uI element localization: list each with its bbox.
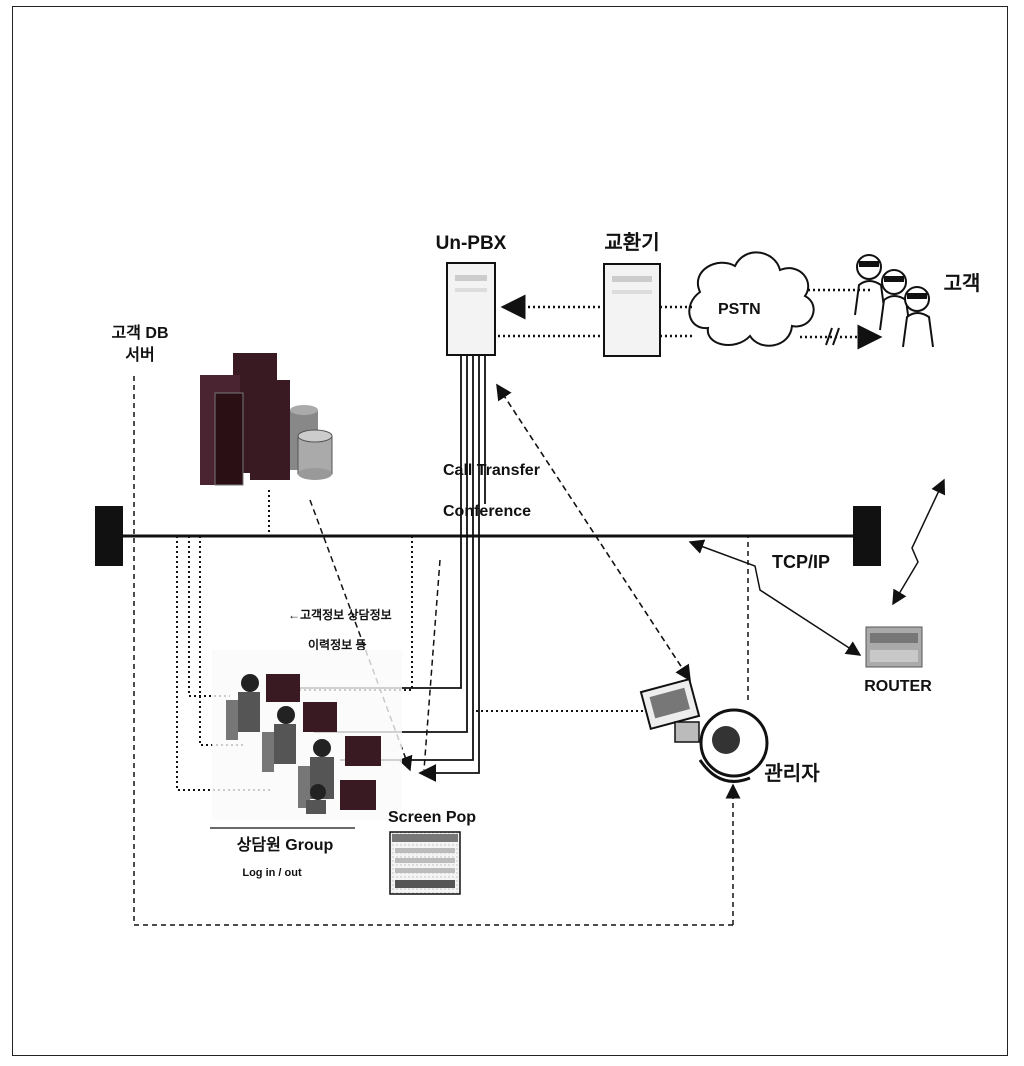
db-server-label-line2: 서버 [125, 346, 154, 364]
history-label-line1: ←고객정보 상담정보 [288, 607, 392, 622]
agent-group-label: 상담원 Group [237, 836, 334, 854]
router-label: ROUTER [864, 678, 932, 695]
lan-screenpop-link [424, 560, 440, 770]
router-customer-link [893, 480, 944, 604]
agents-illustration [212, 650, 402, 820]
customers-icon [855, 255, 933, 347]
customers-label: 고객 [944, 272, 981, 295]
db-server-icon [200, 353, 332, 485]
unpbx-label: Un-PBX [436, 233, 507, 254]
screen-pop-label: Screen Pop [388, 809, 476, 826]
exchange-device [604, 264, 660, 356]
db-server-label-line1: 고객 DB [112, 324, 169, 342]
unpbx-device [447, 263, 495, 355]
pstn-cloud [689, 252, 813, 345]
login-out-label: Log in / out [242, 867, 302, 879]
manager-label: 관리자 [764, 762, 820, 785]
screen-pop-window [390, 832, 460, 894]
manager-icon [641, 679, 767, 781]
conference-label: Conference [443, 503, 531, 520]
pstn-label: PSTN [718, 301, 761, 318]
history-label-line2: 이력정보 등 [308, 637, 367, 652]
tcpip-label: TCP/IP [772, 552, 830, 572]
lan-terminator-left [95, 506, 123, 566]
router-icon [866, 627, 922, 667]
lan-terminator-right [853, 506, 881, 566]
call-transfer-label: Call Transfer [443, 462, 540, 479]
exchange-label: 교환기 [604, 231, 659, 254]
pbx-manager-link [497, 385, 690, 680]
